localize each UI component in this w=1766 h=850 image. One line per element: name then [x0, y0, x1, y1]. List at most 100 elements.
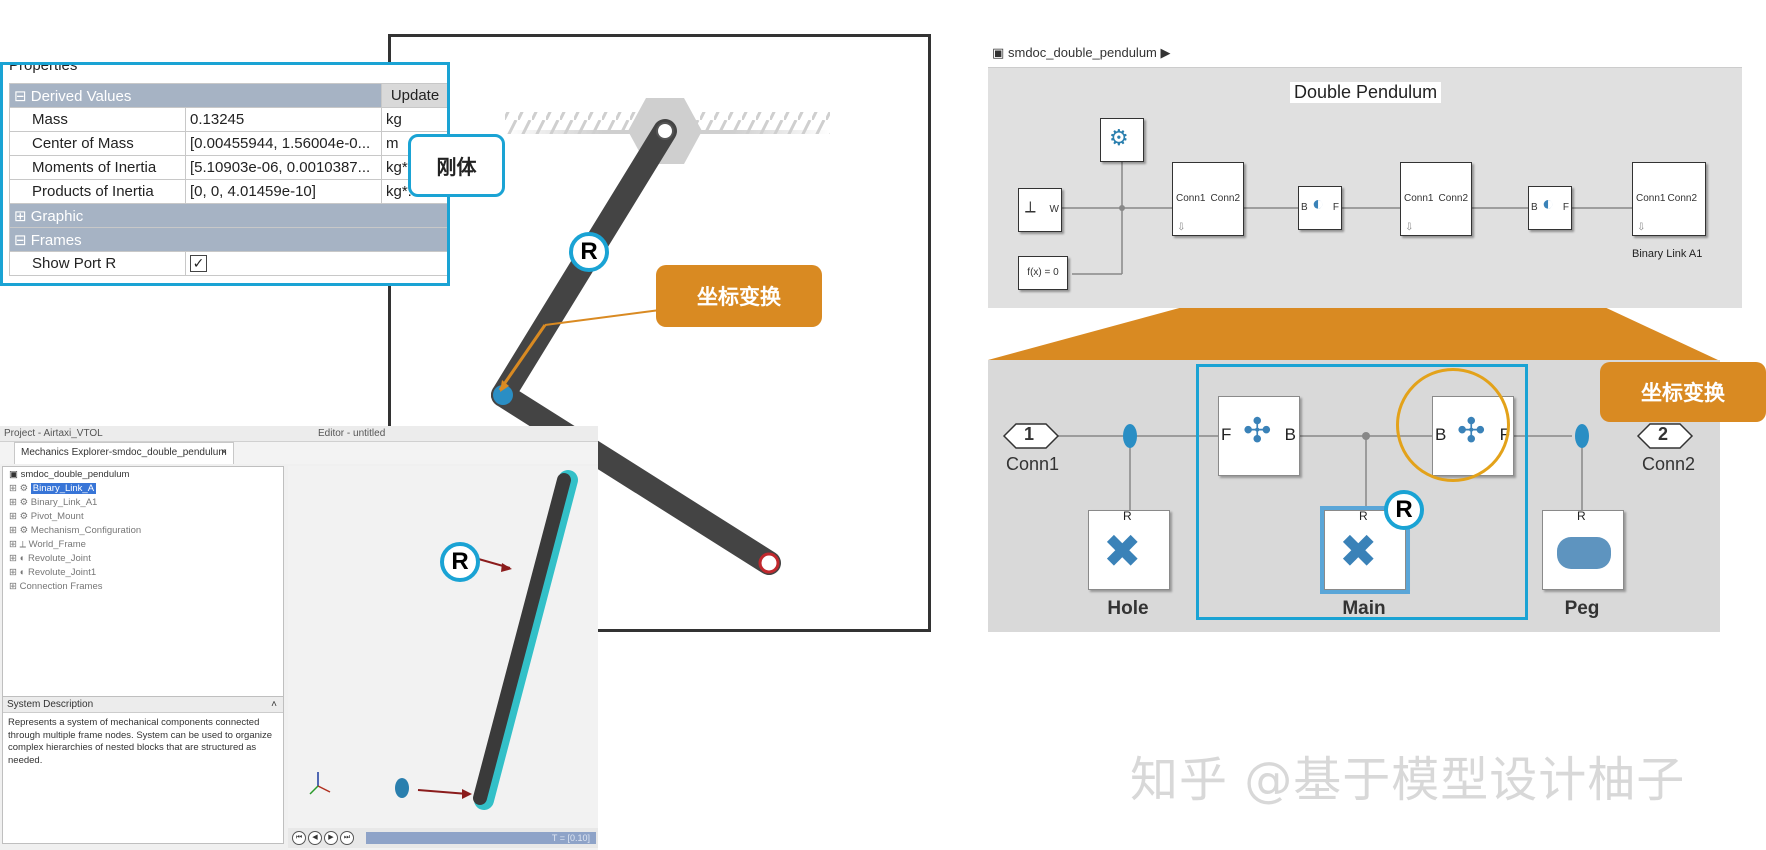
frame-b-label: B: [1284, 425, 1296, 444]
revolute-joint-block[interactable]: B ◐ F: [1298, 186, 1342, 230]
peg-port-dot: [1575, 424, 1589, 448]
property-row: Show Port R ✓: [9, 251, 447, 276]
step-back-icon[interactable]: ◀: [308, 831, 322, 845]
conn1-label: Conn1: [1176, 193, 1206, 204]
frame-axes-icon: ⟂: [1025, 199, 1036, 216]
outport-2-shape[interactable]: [1636, 423, 1694, 449]
property-row: Products of Inertia [0, 0, 4.01459e-10] …: [9, 179, 447, 204]
property-value: [5.10903e-06, 0.0010387...: [185, 155, 382, 180]
binary-link-block[interactable]: Conn1 Conn2 ⇩: [1172, 162, 1244, 236]
world-frame-block[interactable]: ⟂ W: [1018, 188, 1062, 232]
tree-item-connection-frames[interactable]: ⊞ Connection Frames: [9, 581, 103, 592]
model-title: Double Pendulum: [1290, 82, 1442, 103]
collapse-icon[interactable]: ⊟: [14, 87, 27, 105]
property-name: Products of Inertia: [9, 179, 186, 204]
derived-values-label: Derived Values: [30, 87, 132, 105]
outport-2-number: 2: [1658, 424, 1669, 444]
mechanics-explorer-window: Project - Airtaxi_VTOL Editor - untitled…: [0, 426, 598, 850]
model-icon: ▣: [992, 45, 1005, 60]
update-button[interactable]: Update: [381, 83, 447, 108]
solid-block-main[interactable]: R ✖: [1320, 506, 1410, 594]
inport-1-shape[interactable]: [1002, 423, 1060, 449]
3d-viewer[interactable]: R: [288, 466, 598, 850]
subsystem-view: 1 Conn1 2 Conn2 F ✣ B B ✣ F R ✖ R ✖ R Ho…: [988, 360, 1720, 632]
cylinder-icon: [1557, 537, 1611, 569]
tree-item-label: Pivot_Mount: [30, 511, 84, 522]
system-description-header: System Description ˄: [3, 697, 283, 713]
property-name: Center of Mass: [9, 131, 186, 156]
joint-b-label: B: [1531, 202, 1538, 213]
joint-f-label: F: [1332, 202, 1339, 213]
solver-config-block[interactable]: f(x) = 0: [1018, 256, 1068, 290]
skip-back-icon[interactable]: ⏮: [292, 831, 306, 845]
breadcrumb[interactable]: ▣ smdoc_double_pendulum ▶: [988, 38, 1742, 68]
section-frames[interactable]: ⊟ Frames: [9, 227, 447, 252]
tree-item-world-frame[interactable]: ⊞ ⟂ World_Frame: [9, 539, 86, 550]
revolute-joint-block[interactable]: B ◐ F: [1528, 186, 1572, 230]
solid-block-peg[interactable]: R: [1542, 509, 1624, 590]
rigid-transform-block-1[interactable]: F ✣ B: [1218, 396, 1300, 476]
show-port-checkbox[interactable]: ✓: [190, 255, 207, 272]
conn2-label: Conn2: [1667, 193, 1697, 204]
inport-1-number: 1: [1024, 424, 1035, 444]
viewer-scene: [309, 470, 578, 810]
system-description-pane: System Description ˄ Represents a system …: [2, 696, 284, 844]
tree-item-revolute-joint1[interactable]: ⊞ ◐ Revolute_Joint1: [9, 567, 97, 578]
tree-item-label: Binary_Link_A1: [30, 497, 98, 508]
tree-item-pivot-mount[interactable]: ⊞ ⚙ Pivot_Mount: [9, 511, 84, 522]
property-name: Moments of Inertia: [9, 155, 186, 180]
outport-2-label: Conn2: [1642, 454, 1696, 474]
close-icon[interactable]: ×: [221, 447, 227, 458]
tree-item-label: Revolute_Joint1: [28, 567, 97, 578]
inport-1-label: Conn1: [1006, 454, 1060, 474]
joint-dot: [493, 385, 513, 405]
section-derived-values[interactable]: ⊟ Derived Values Update: [9, 83, 447, 108]
conn2-label: Conn2: [1210, 193, 1240, 204]
link-lower: [491, 383, 781, 575]
properties-table: ⊟ Derived Values Update Mass 0.13245 kg …: [9, 83, 447, 276]
tree-item-mechanism-configuration[interactable]: ⊞ ⚙ Mechanism_Configuration: [9, 525, 142, 536]
expand-icon[interactable]: ⊞: [14, 207, 27, 225]
frames-label: Frames: [30, 231, 82, 249]
tree-item-binary-link-a[interactable]: ⊞ ⚙ Binary_Link_A: [9, 483, 97, 494]
system-description-text: Represents a system of mechanical compon…: [8, 717, 273, 766]
tree-item-binary-link-a1[interactable]: ⊞ ⚙ Binary_Link_A1: [9, 497, 98, 508]
project-title: Project - Airtaxi_VTOL: [4, 428, 103, 439]
property-value: [0.00455944, 1.56004e-0...: [185, 131, 382, 156]
property-value: 0.13245: [185, 107, 382, 132]
block-caption-peg: Peg: [1564, 598, 1600, 619]
time-slider[interactable]: T = [0.10]: [366, 832, 596, 844]
link-icon: ⚙: [19, 511, 29, 522]
rigid-body-callout: 刚体: [408, 134, 505, 197]
conn2-label: Conn2: [1438, 193, 1468, 204]
tree-item-label: smdoc_double_pendulum: [20, 469, 130, 480]
transform-callout-left: 坐标变换: [656, 265, 822, 327]
binary-link-block[interactable]: Conn1 Conn2 ⇩: [1632, 162, 1706, 236]
tree-item-root[interactable]: ▣ smdoc_double_pendulum: [9, 469, 129, 480]
collapse-icon[interactable]: ⊟: [14, 231, 27, 249]
mechanism-config-block[interactable]: ⚙: [1100, 118, 1144, 162]
property-row: Moments of Inertia [5.10903e-06, 0.00103…: [9, 155, 447, 180]
solid-port-label: R: [1577, 509, 1586, 523]
model-tree: ▣ smdoc_double_pendulum ⊞ ⚙ Binary_Link_…: [2, 466, 284, 698]
binary-link-block[interactable]: Conn1 Conn2 ⇩: [1400, 162, 1472, 236]
tree-item-label: World_Frame: [28, 539, 86, 550]
tree-item-revolute-joint[interactable]: ⊞ ◐ Revolute_Joint: [9, 553, 91, 564]
system-description-title: System Description: [7, 699, 94, 710]
world-port-label: W: [1049, 204, 1059, 215]
model-icon: ▣: [9, 469, 18, 480]
tree-item-label: Binary_Link_A: [30, 483, 97, 494]
binary-link-label: Binary Link A1: [1632, 248, 1703, 260]
joint-icon: ◐: [19, 567, 26, 578]
project-bar: Project - Airtaxi_VTOL Editor - untitled: [0, 426, 598, 442]
play-icon[interactable]: ▶: [324, 831, 338, 845]
tab-mechanics-explorer[interactable]: Mechanics Explorer-smdoc_double_pendulum…: [14, 442, 234, 464]
solid-block-hole[interactable]: R ✖: [1088, 509, 1170, 590]
section-graphic[interactable]: ⊞ Graphic: [9, 203, 447, 228]
callout-leader-2: [498, 324, 547, 391]
solid-icon: ✖: [1339, 525, 1378, 577]
tree-item-label: Revolute_Joint: [28, 553, 91, 564]
link-end-hole: [758, 552, 780, 574]
skip-forward-icon[interactable]: ⏭: [340, 831, 354, 845]
collapse-up-icon[interactable]: ˄: [271, 699, 277, 710]
